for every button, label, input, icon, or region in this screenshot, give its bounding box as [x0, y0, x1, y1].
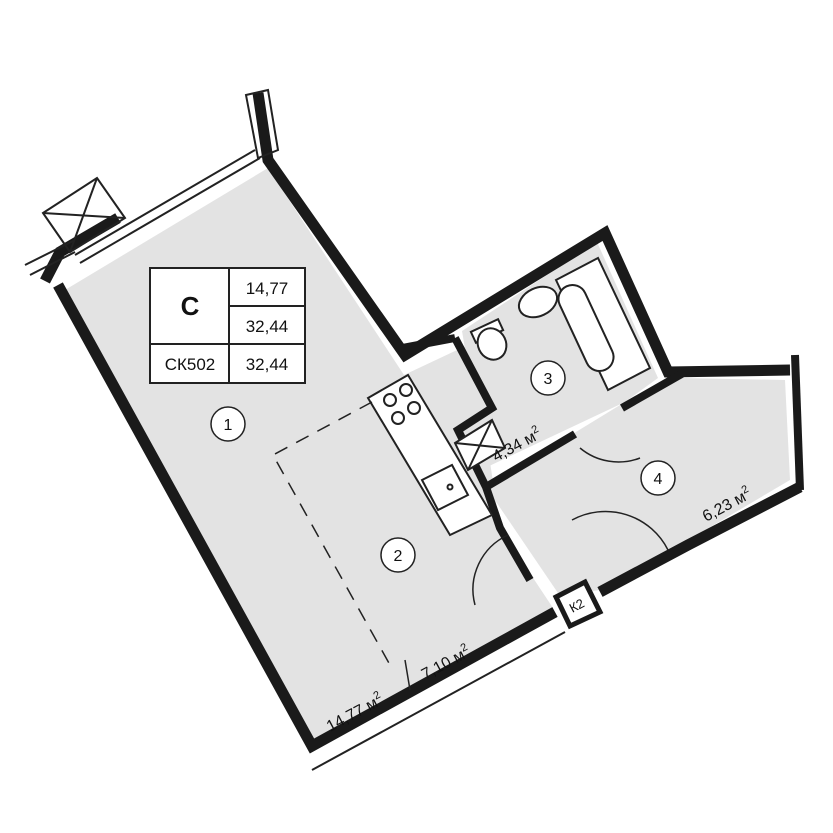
living-area-value: 14,77 — [246, 279, 289, 298]
room-4-badge — [640, 460, 676, 496]
balcony-frame — [244, 88, 280, 160]
burner-1 — [383, 393, 397, 407]
room-3-badge — [530, 360, 566, 396]
door-swing-bath — [579, 447, 641, 463]
door-swing-entry — [472, 534, 509, 606]
utility-box-label: К2 — [567, 595, 587, 615]
total-area-value: 32,44 — [246, 317, 289, 336]
window-line-1 — [74, 149, 256, 256]
room-1-number: 1 — [224, 417, 233, 434]
ac-unit — [41, 176, 127, 254]
outer-wall-top — [252, 92, 791, 378]
wall-bathroom-hall — [483, 430, 578, 491]
room-4-number: 4 — [654, 471, 663, 488]
outer-wall-left — [40, 213, 121, 284]
zone-divider — [271, 401, 391, 666]
utility-box: К2 — [552, 578, 604, 630]
apartment-info-table: С 14,77 32,44 СК502 32,44 — [149, 267, 306, 384]
apartment-code: СК502 — [165, 355, 216, 374]
wall-kitchen-niche — [401, 334, 456, 352]
door-swings — [472, 447, 669, 606]
burner-2 — [399, 383, 413, 397]
code-area-value: 32,44 — [246, 355, 289, 374]
outer-wall-living — [53, 282, 558, 754]
facade-line-2 — [29, 251, 76, 276]
door-swing-hall — [571, 510, 669, 551]
room-2-badge — [380, 537, 416, 573]
bathroom-fixtures — [453, 256, 652, 472]
window-line-2 — [79, 157, 261, 264]
facade-line-1 — [24, 239, 76, 266]
balcony — [24, 88, 566, 771]
room-4-floor — [486, 378, 790, 596]
room-2-number: 2 — [394, 548, 403, 565]
apartment-type: С — [181, 291, 200, 321]
outer-wall-bottom-right — [597, 482, 803, 597]
shaft-diag-2 — [467, 419, 493, 471]
room-3-number: 3 — [544, 371, 553, 388]
kitchen-sink — [420, 463, 470, 512]
burner-4 — [407, 401, 421, 415]
kitchen-unit — [366, 373, 494, 537]
outer-wall-right — [791, 354, 804, 491]
sink-drain — [446, 483, 454, 491]
toilet-bowl — [476, 327, 508, 361]
area-divider-tick — [404, 659, 411, 691]
burner-3 — [391, 411, 405, 425]
stove — [383, 383, 421, 425]
ac-box-diag-2 — [69, 177, 98, 253]
wall-bathroom-bottom — [620, 368, 687, 412]
room-badges — [210, 360, 676, 573]
facade-line-3 — [311, 631, 566, 771]
room-1-badge — [210, 406, 246, 442]
bathtub-inner — [557, 283, 615, 373]
washbasin — [517, 285, 559, 319]
